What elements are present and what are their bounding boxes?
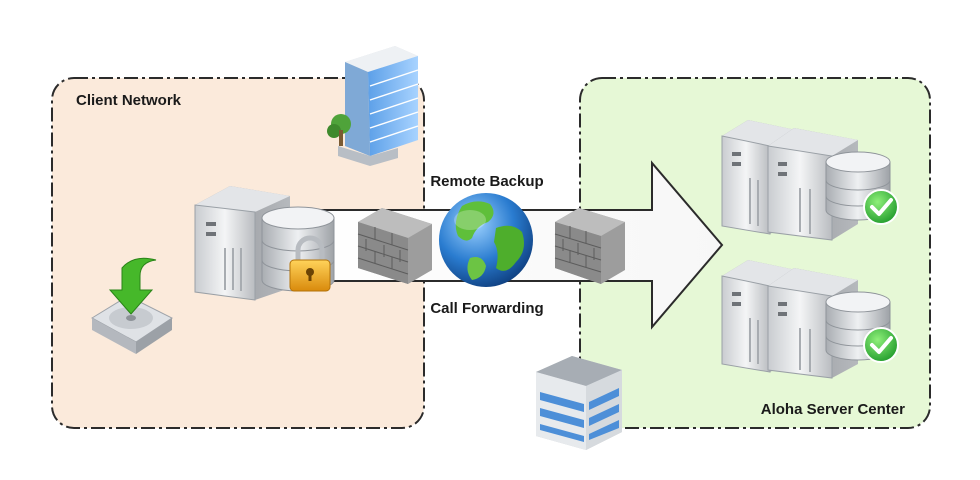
call-forwarding-label: Call Forwarding: [430, 300, 543, 317]
locked-database-icon: [261, 206, 335, 292]
server-center-title: Aloha Server Center: [761, 401, 905, 418]
database-check-icon: [825, 291, 899, 363]
hard-drive-download-icon: [91, 257, 173, 354]
datacenter-building-icon: [536, 356, 622, 450]
firewall-icon: [554, 208, 625, 284]
office-building-icon: [327, 46, 419, 166]
remote-backup-label: Remote Backup: [430, 173, 543, 190]
globe-icon: [439, 193, 533, 287]
database-check-icon: [825, 151, 899, 225]
client-network-title: Client Network: [76, 92, 182, 109]
firewall-icon: [357, 208, 432, 284]
